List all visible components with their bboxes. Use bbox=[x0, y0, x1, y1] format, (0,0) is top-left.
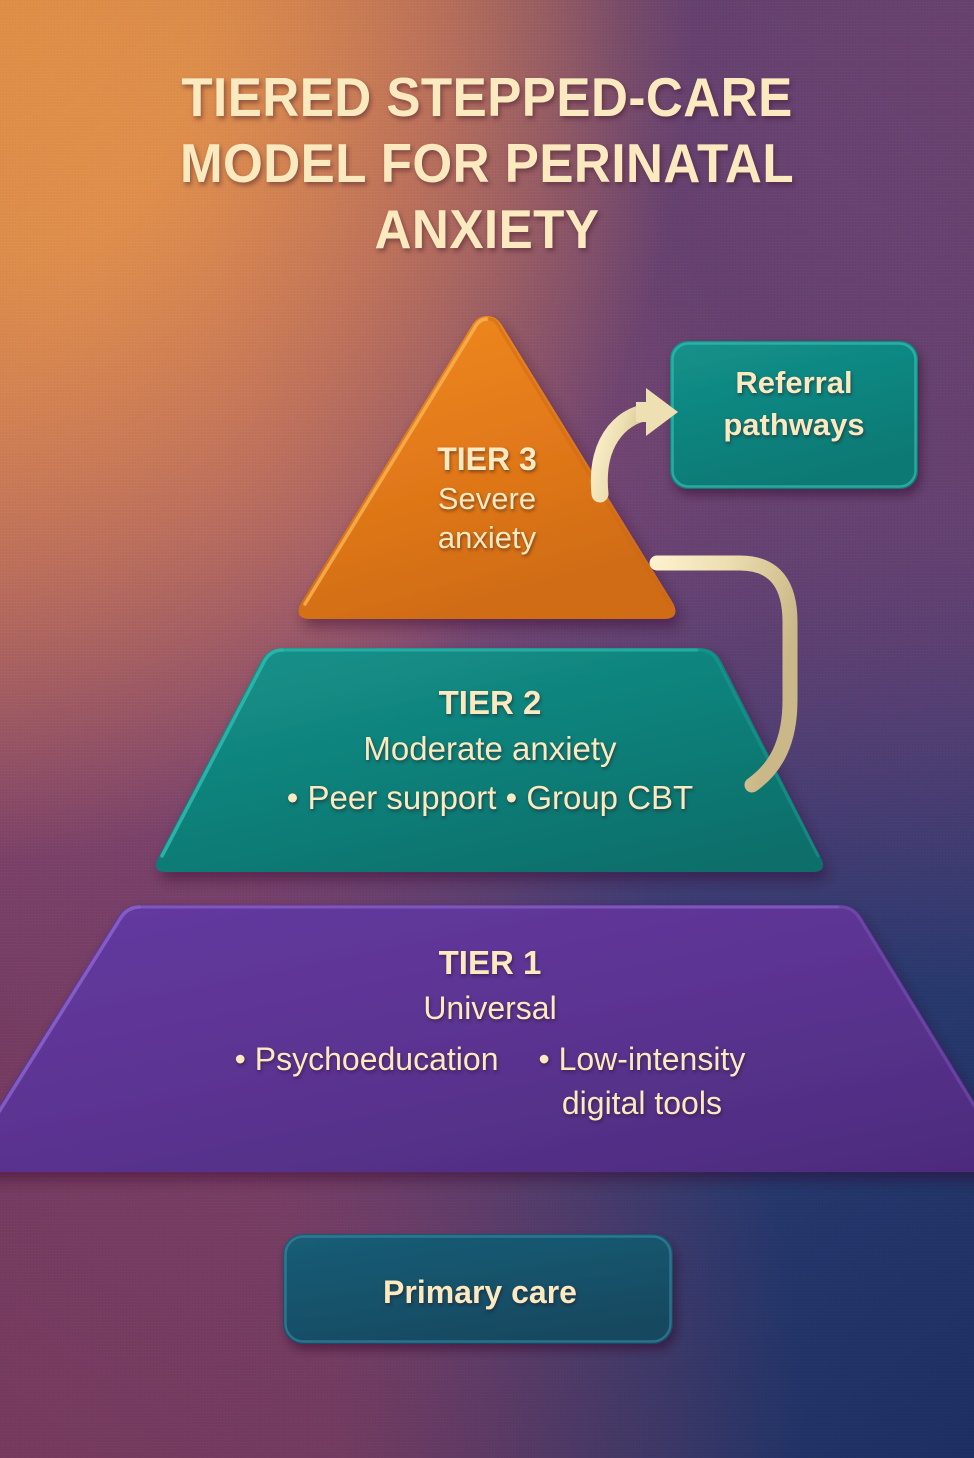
tier1-shape[interactable] bbox=[0, 905, 974, 1172]
page-title: TIERED STEPPED-CARE MODEL FOR PERINATAL … bbox=[179, 66, 795, 260]
tier2-shape[interactable] bbox=[155, 648, 824, 872]
tier3-shape[interactable] bbox=[298, 316, 676, 619]
referral-pathways-box[interactable] bbox=[670, 341, 918, 489]
primary-care-box[interactable] bbox=[283, 1234, 673, 1344]
tier3-to-tier2-connector bbox=[649, 555, 798, 793]
tier3-to-referral-arrow-icon bbox=[590, 388, 678, 503]
